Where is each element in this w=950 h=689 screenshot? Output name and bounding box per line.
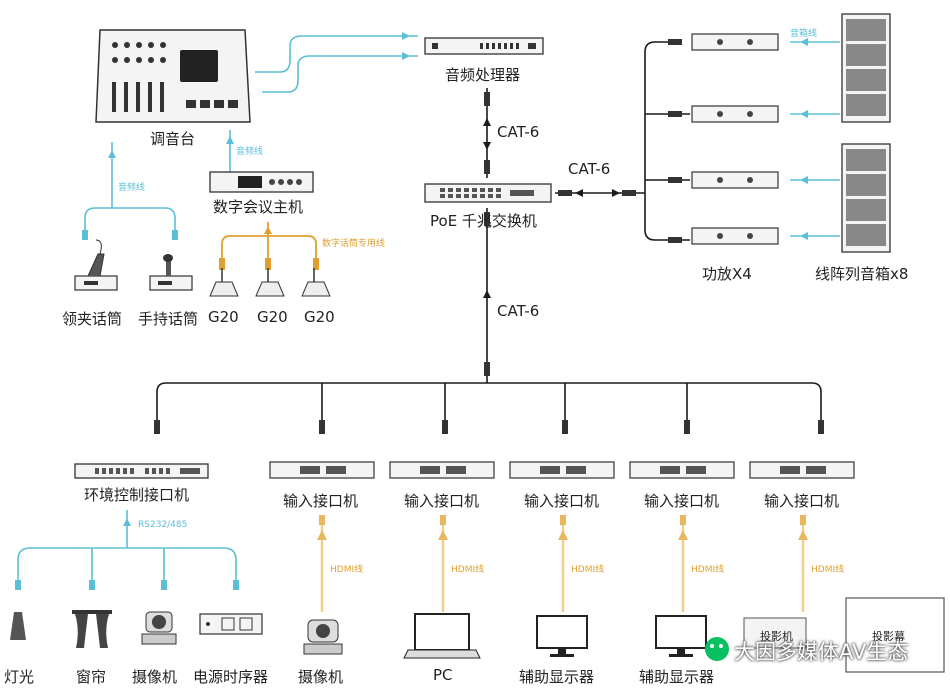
amplifier-icon [691,227,779,245]
g20-label: G20 [257,308,288,326]
poe-switch-icon [424,183,552,203]
digital-host-icon [209,171,314,193]
network-cables [156,41,822,425]
digital-mic-line-label: 数字话筒专用线 [322,239,386,249]
monitor-icon [536,615,588,657]
aux-display-label: 辅助显示器 [519,668,595,686]
curtain-label: 窗帘 [76,668,107,686]
projector-icon [743,617,807,649]
amplifier-icon [691,105,779,123]
input-unit-label: 输入接口机 [524,492,600,510]
hdmi-label: HDMI线 [451,565,485,575]
audio-processor-label: 音频处理器 [445,66,521,84]
cat6-label: CAT-6 [497,302,540,320]
input-unit-icon [509,461,615,479]
input-unit-icon [389,461,495,479]
rs232-label: RS232/485 [138,520,188,530]
speaker-line-label: 音箱线 [790,29,818,39]
laptop-icon [403,613,481,659]
hdmi-label: HDMI线 [811,565,845,575]
mixer-icon [95,29,251,123]
pc-label: PC [433,666,453,684]
projection-screen-icon [845,597,945,673]
curtain-icon [72,610,112,648]
hdmi-label: HDMI线 [691,565,725,575]
env-control-icon [74,463,209,479]
g20-unit-icon [209,268,239,297]
watermark-text: 大因多媒体AV生态 [734,640,909,664]
light-label: 灯光 [4,668,35,686]
speaker-array-icon [841,13,891,123]
projection-screen-label: 投影幕 [872,630,905,643]
g20-label: G20 [304,308,335,326]
handheld-mic-label: 手持话筒 [138,310,199,328]
speakers-label: 线阵列音箱x8 [815,265,909,283]
amplifier-icon [691,33,779,51]
digital-mic-arrows [219,226,319,270]
audio-cables [17,35,840,590]
input-unit-icon [629,461,735,479]
input-unit-label: 输入接口机 [283,492,359,510]
input-unit-icon [269,461,375,479]
power-sequencer-label: 电源时序器 [193,668,269,686]
digital-host-label: 数字会议主机 [213,198,304,216]
cat6-label: CAT-6 [568,160,611,178]
amplifier-icon [691,171,779,189]
speaker-array-icon [841,143,891,253]
camera-icon [141,611,177,645]
input-unit-label: 输入接口机 [644,492,720,510]
network-arrows [483,118,620,298]
poe-switch-label: PoE 千兆交换机 [430,212,537,230]
projector-label: 投影机 [760,630,793,643]
power-sequencer-icon [199,613,263,635]
camera-icon [303,619,343,655]
input-unit-label: 输入接口机 [404,492,480,510]
lavalier-mic-icon [74,239,118,291]
g20-label: G20 [208,308,239,326]
g20-unit-icon [255,268,285,297]
audio-arrows [15,32,808,590]
input-unit-icon [749,461,855,479]
input-unit-label: 输入接口机 [764,492,840,510]
handheld-mic-icon [149,254,193,291]
monitor-icon [655,615,707,657]
audio-processor-icon [424,37,544,55]
light-icon [10,612,26,640]
camera-label: 摄像机 [298,668,344,686]
env-control-label: 环境控制接口机 [84,486,190,504]
camera-label: 摄像机 [132,668,178,686]
watermark-logo-icon [705,637,729,661]
hdmi-arrows [317,515,808,540]
g20-unit-icon [301,268,331,297]
network-connectors [154,39,824,434]
audio-line-label: 音频线 [236,147,264,157]
lavalier-mic-label: 领夹话筒 [62,310,123,328]
cat6-label: CAT-6 [497,123,540,141]
audio-line-label: 音频线 [118,183,146,193]
hdmi-label: HDMI线 [330,565,364,575]
hdmi-label: HDMI线 [571,565,605,575]
aux-display-label: 辅助显示器 [639,668,715,686]
mixer-label: 调音台 [150,130,196,148]
amp-label: 功放X4 [702,265,752,283]
